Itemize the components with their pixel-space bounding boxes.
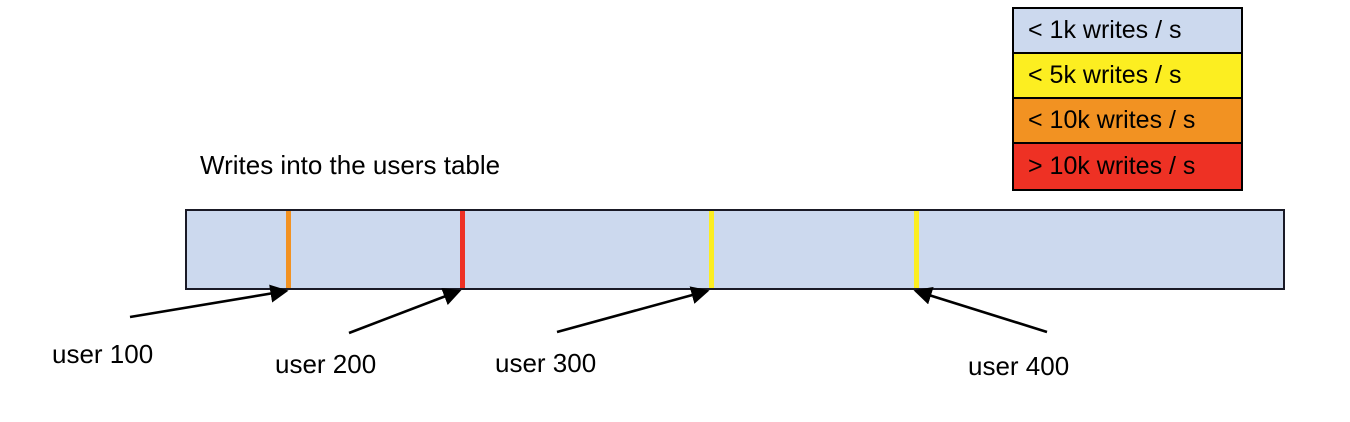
legend-label-under-5k: < 5k writes / s: [1028, 61, 1182, 89]
arrow-user-200: [348, 288, 462, 335]
hot-row-stripe-user-400: [914, 211, 919, 288]
hot-row-stripe-user-200: [460, 211, 465, 288]
chart-title: Writes into the users table: [200, 150, 501, 180]
legend-label-under-10k: < 10k writes / s: [1028, 106, 1196, 134]
legend-label-under-1k: < 1k writes / s: [1028, 16, 1182, 44]
hot-row-stripe-user-300: [709, 211, 714, 288]
arrow-user-400: [913, 286, 1048, 334]
arrow-user-100: [129, 284, 289, 319]
legend-row-over-10k: > 10k writes / s: [1014, 144, 1241, 189]
legend-row-under-5k: < 5k writes / s: [1014, 54, 1241, 99]
marker-label-user-100: user 100: [52, 339, 154, 369]
legend-row-under-10k: < 10k writes / s: [1014, 99, 1241, 144]
hot-row-stripe-user-100: [286, 211, 291, 288]
arrow-user-300: [556, 286, 710, 334]
legend-label-over-10k: > 10k writes / s: [1028, 152, 1196, 180]
marker-label-user-200: user 200: [275, 349, 377, 379]
marker-label-user-300: user 300: [495, 348, 597, 378]
legend: < 1k writes / s < 5k writes / s < 10k wr…: [1012, 7, 1243, 191]
legend-row-under-1k: < 1k writes / s: [1014, 9, 1241, 54]
marker-label-user-400: user 400: [968, 351, 1070, 381]
users-table-keyspace-bar: [185, 209, 1285, 290]
